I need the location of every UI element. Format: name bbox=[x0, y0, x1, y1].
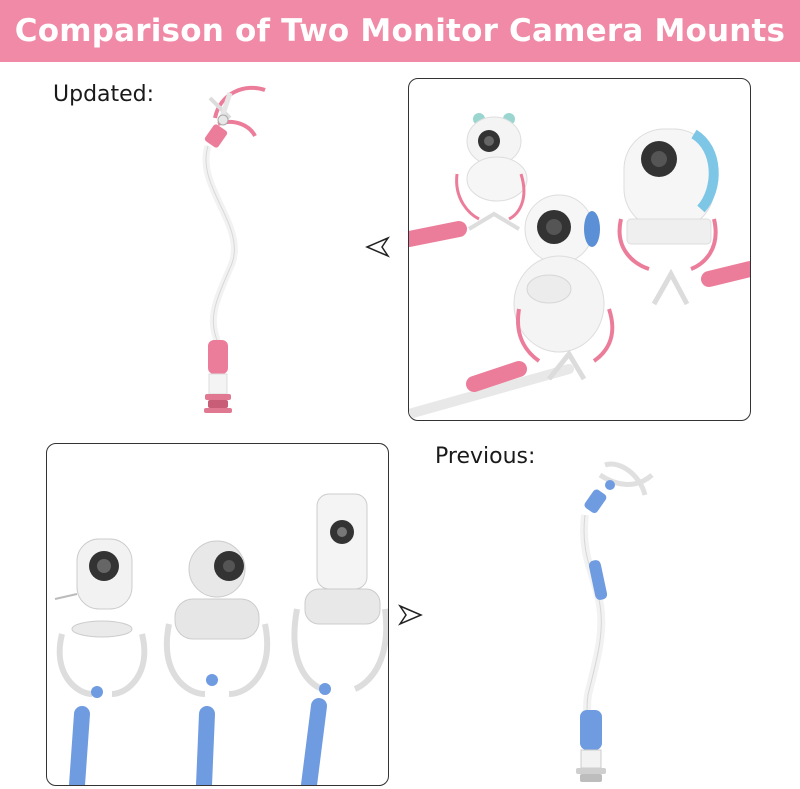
updated-cameras-photo bbox=[409, 113, 750, 419]
updated-label: Updated: bbox=[53, 82, 155, 107]
page-title: Comparison of Two Monitor Camera Mounts bbox=[14, 13, 786, 49]
previous-label: Previous: bbox=[435, 444, 536, 469]
previous-cameras-panel bbox=[46, 443, 389, 786]
triangle-right-icon bbox=[398, 604, 423, 626]
previous-mount-image bbox=[576, 461, 654, 782]
triangle-left-icon bbox=[365, 236, 390, 258]
updated-cameras-panel bbox=[408, 78, 751, 421]
title-banner: Comparison of Two Monitor Camera Mounts bbox=[0, 0, 800, 62]
updated-mount-image bbox=[202, 85, 266, 413]
previous-cameras-photo bbox=[54, 493, 388, 785]
